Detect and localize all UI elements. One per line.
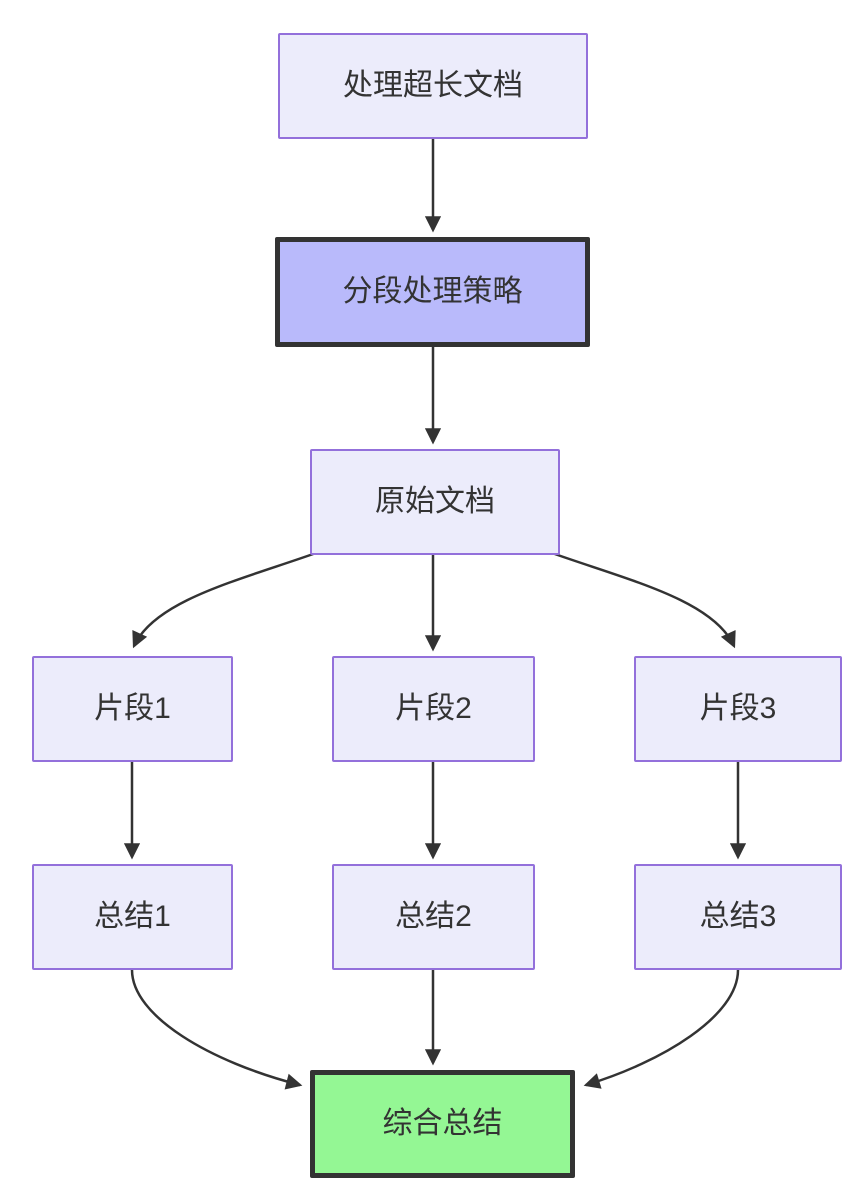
- node-label: 总结3: [699, 900, 777, 933]
- node-fragment-3: 片段3: [634, 656, 842, 762]
- node-label: 片段2: [395, 692, 472, 725]
- node-label: 片段1: [94, 692, 171, 725]
- node-process-long-doc: 处理超长文档: [278, 33, 588, 139]
- edge-original-to-fragment-1: [132, 551, 317, 649]
- node-final-summary: 综合总结: [310, 1070, 575, 1178]
- edge-summary-3-to-final: [583, 969, 740, 1089]
- node-label: 分段处理策略: [342, 275, 523, 308]
- node-label: 片段3: [699, 692, 777, 725]
- node-fragment-2: 片段2: [332, 656, 535, 762]
- node-label: 原始文档: [375, 485, 495, 518]
- node-label: 总结2: [395, 900, 472, 933]
- node-segment-strategy: 分段处理策略: [275, 237, 590, 347]
- node-summary-3: 总结3: [634, 864, 842, 970]
- node-label: 总结1: [94, 900, 171, 933]
- node-summary-1: 总结1: [32, 864, 233, 970]
- node-summary-2: 总结2: [332, 864, 535, 970]
- node-original-doc: 原始文档: [310, 449, 560, 555]
- edge-original-to-fragment-3: [551, 551, 736, 649]
- node-label: 综合总结: [382, 1107, 503, 1140]
- edge-summary-1-to-final: [130, 969, 303, 1090]
- node-label: 处理超长文档: [343, 69, 523, 102]
- node-fragment-1: 片段1: [32, 656, 233, 762]
